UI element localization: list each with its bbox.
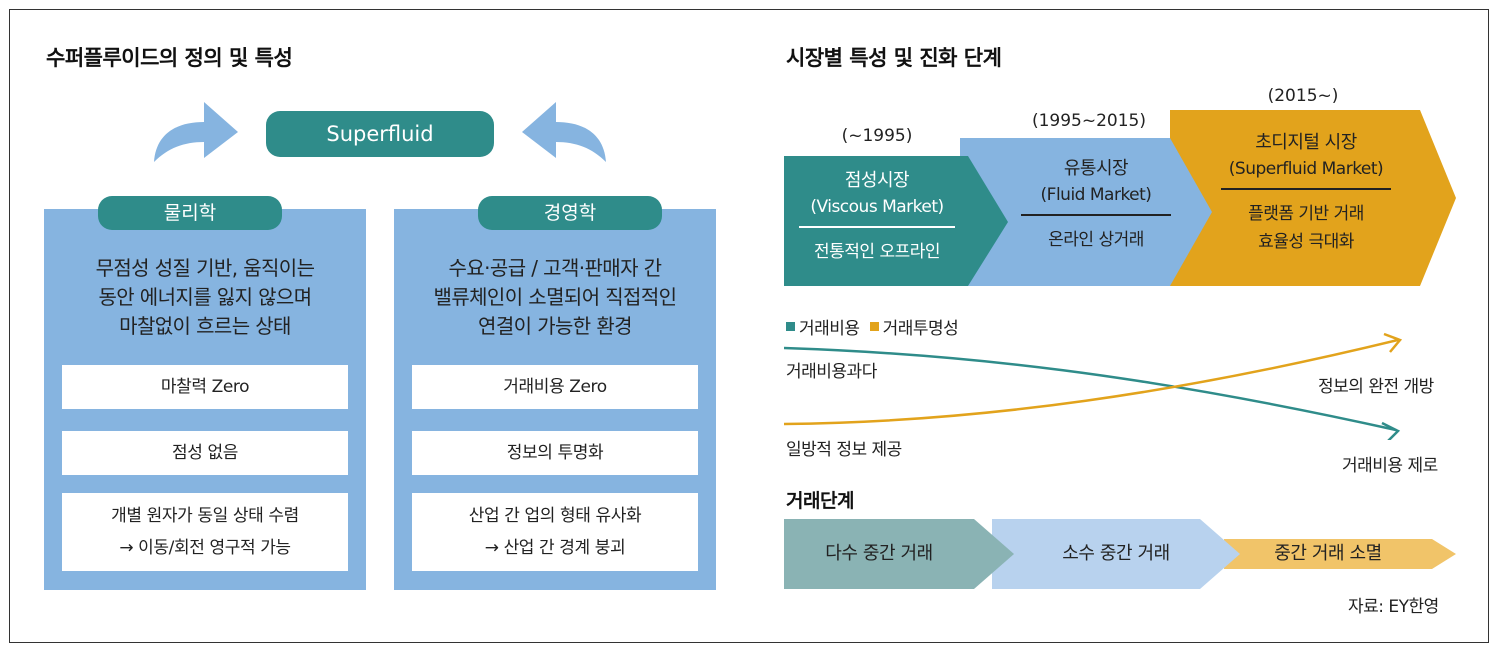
legend-swatch-cost [786,322,795,331]
business-desc-line: 수요·공급 / 고객·판매자 간 [448,256,663,280]
business-item-text: 산업 간 업의 형태 유사화 [468,506,642,526]
market-divider [1221,188,1391,190]
physics-item-text: 마찰력 Zero [160,377,250,397]
physics-item-text: 점성 없음 [172,443,238,463]
stage-arrow-few [992,519,1240,589]
legend-label: 거래투명성 [882,319,959,339]
market-name: 유통시장 [1063,158,1129,179]
market-sub: (Viscous Market) [810,197,944,217]
market-desc: 전통적인 오프라인 [813,242,941,262]
physics-item: 마찰력 Zero [62,365,348,409]
physics-desc-line: 마찰없이 흐르는 상태 [119,314,291,338]
stage-label: 소수 중간 거래 [1062,543,1170,564]
right-title: 시장별 특성 및 진화 단계 [786,46,1002,70]
business-item-text: 거래비용 Zero [503,377,607,397]
stage-label: 중간 거래 소멸 [1274,543,1382,564]
left-title: 수퍼플루이드의 정의 및 특성 [46,46,293,70]
source-note: 자료: EY한영 [1348,597,1439,617]
market-arrow-fluid [960,138,1212,286]
market-desc: 온라인 상거래 [1048,230,1144,250]
market-sub: (Fluid Market) [1040,185,1152,205]
market-fluid: 유통시장 (Fluid Market) 온라인 상거래 [1004,156,1188,254]
physics-desc-line: 무점성 성질 기반, 움직이는 [95,256,315,280]
market-name: 초디지털 시장 [1255,132,1357,153]
business-label: 경영학 [478,196,662,230]
label-cost-zero: 거래비용 제로 [1342,456,1438,476]
physics-item: 점성 없음 [62,431,348,475]
cost-trend-line [784,346,1397,432]
physics-desc-line: 동안 에너지를 잃지 않으며 [98,285,312,309]
curved-arrow-right-icon [154,102,238,162]
market-arrow-superfluid [1170,110,1456,286]
market-desc: 효율성 극대화 [1258,232,1354,252]
business-item: 산업 간 업의 형태 유사화 → 산업 간 경계 붕괴 [412,493,698,571]
stage-arrow-many [784,519,1014,589]
market-desc: 플랫폼 기반 거래 [1248,204,1364,224]
market-year: (~1995) [841,126,913,146]
market-viscous: 점성시장 (Viscous Market) 전통적인 오프라인 [784,168,970,266]
business-item-text: → 산업 간 경계 붕괴 [484,538,626,558]
business-item: 거래비용 Zero [412,365,698,409]
physics-item-text: → 이동/회전 영구적 가능 [119,538,291,558]
market-year: (2015~) [1267,86,1339,106]
transparency-trend-line [784,338,1399,426]
market-superfluid: 초디지털 시장 (Superfluid Market) 플랫폼 기반 거래 효율… [1218,130,1394,256]
label-info-full: 정보의 완전 개방 [1318,377,1434,397]
business-desc-line: 밸류체인이 소멸되어 직접적인 [433,285,678,309]
stage-label: 다수 중간 거래 [825,543,933,564]
physics-description: 무점성 성질 기반, 움직이는 동안 에너지를 잃지 않으며 마찰없이 흐르는 … [44,254,366,341]
market-divider [1021,214,1171,216]
legend: 거래비용 거래투명성 [786,314,959,339]
market-arrow-viscous [784,156,1008,286]
stage-arrow-eliminated [1224,539,1456,569]
trend-lines [784,332,1403,440]
physics-item: 개별 원자가 동일 상태 수렴 → 이동/회전 영구적 가능 [62,493,348,571]
business-item: 정보의 투명화 [412,431,698,475]
market-name: 점성시장 [844,170,910,191]
market-evolution-arrows [784,110,1456,286]
stage-arrows [784,519,1456,589]
physics-label: 물리학 [98,196,282,230]
superfluid-label: Superfluid [266,111,494,157]
business-description: 수요·공급 / 고객·판매자 간 밸류체인이 소멸되어 직접적인 연결이 가능한… [394,254,716,341]
label-info-one-way: 일방적 정보 제공 [786,440,902,460]
legend-label: 거래비용 [799,319,860,339]
cost-arrowhead-icon [1381,421,1401,440]
stages-title: 거래단계 [786,490,854,512]
label-cost-high: 거래비용과다 [786,362,877,382]
business-desc-line: 연결이 가능한 환경 [478,314,633,338]
physics-item-text: 개별 원자가 동일 상태 수렴 [111,506,299,526]
market-sub: (Superfluid Market) [1228,159,1384,179]
market-divider [799,226,955,228]
legend-swatch-transparency [869,322,879,331]
business-item-text: 정보의 투명화 [506,443,604,463]
transparency-arrowhead-icon [1383,332,1403,353]
curved-arrow-left-icon [522,102,606,162]
market-year: (1995~2015) [1031,111,1147,131]
